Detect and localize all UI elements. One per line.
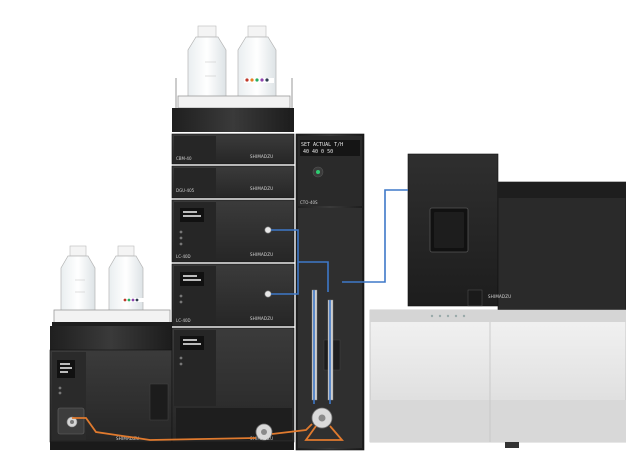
main-solvent-bottle-2 — [237, 25, 277, 99]
pump-b-outlet-port — [264, 290, 272, 298]
pump-a-brand-logo: SHIMADZU — [250, 252, 273, 257]
main-lc-stack: CBM-40 SHIMADZU DGU-405 SHIMADZU LC-40D … — [171, 25, 295, 450]
pump-a-label: LC-40D — [176, 254, 191, 259]
main-bottle-tray — [177, 95, 291, 109]
degasser-module: DGU-405 SHIMADZU — [171, 165, 295, 199]
left-solvent-bottle-2 — [108, 245, 144, 313]
controller-brand-logo: SHIMADZU — [250, 154, 273, 159]
left-brand-logo: SHIMADZU — [116, 436, 139, 441]
oven-display-line1: SET ACTUAL T/H — [301, 142, 343, 148]
oven-display-line2: 40 40 0 50 — [303, 149, 333, 155]
degasser-brand-logo: SHIMADZU — [250, 186, 273, 191]
oven-label: CTO-40S — [300, 200, 318, 205]
pump-b-label: LC-40D — [176, 318, 191, 323]
pump-b-module: LC-40D SHIMADZU — [171, 263, 295, 327]
pump-a-outlet-port — [264, 226, 272, 234]
orange-tubing — [72, 417, 344, 441]
autosampler-module: SIL-40C X3 SHIMADZU — [171, 327, 295, 449]
degasser-label: DGU-405 — [176, 188, 195, 193]
ms-brand-logo: SHIMADZU — [488, 294, 511, 299]
left-solvent-bottle-1 — [60, 245, 96, 313]
left-stack: LC-40D X3 SHIMADZU — [49, 245, 173, 450]
mass-spectrometer: SHIMADZU — [369, 153, 626, 448]
autosampler-brand-logo: SHIMADZU — [250, 436, 273, 441]
blue-tubing — [271, 189, 408, 404]
oven-display — [300, 140, 360, 156]
left-bottle-tray — [53, 309, 171, 325]
controller-label: CBM-40 — [176, 156, 192, 161]
pump-a-module: LC-40D SHIMADZU — [171, 199, 295, 263]
controller-module: CBM-40 SHIMADZU — [171, 133, 295, 165]
pump-b-brand-logo: SHIMADZU — [250, 316, 273, 321]
main-solvent-bottle-1 — [187, 25, 227, 99]
